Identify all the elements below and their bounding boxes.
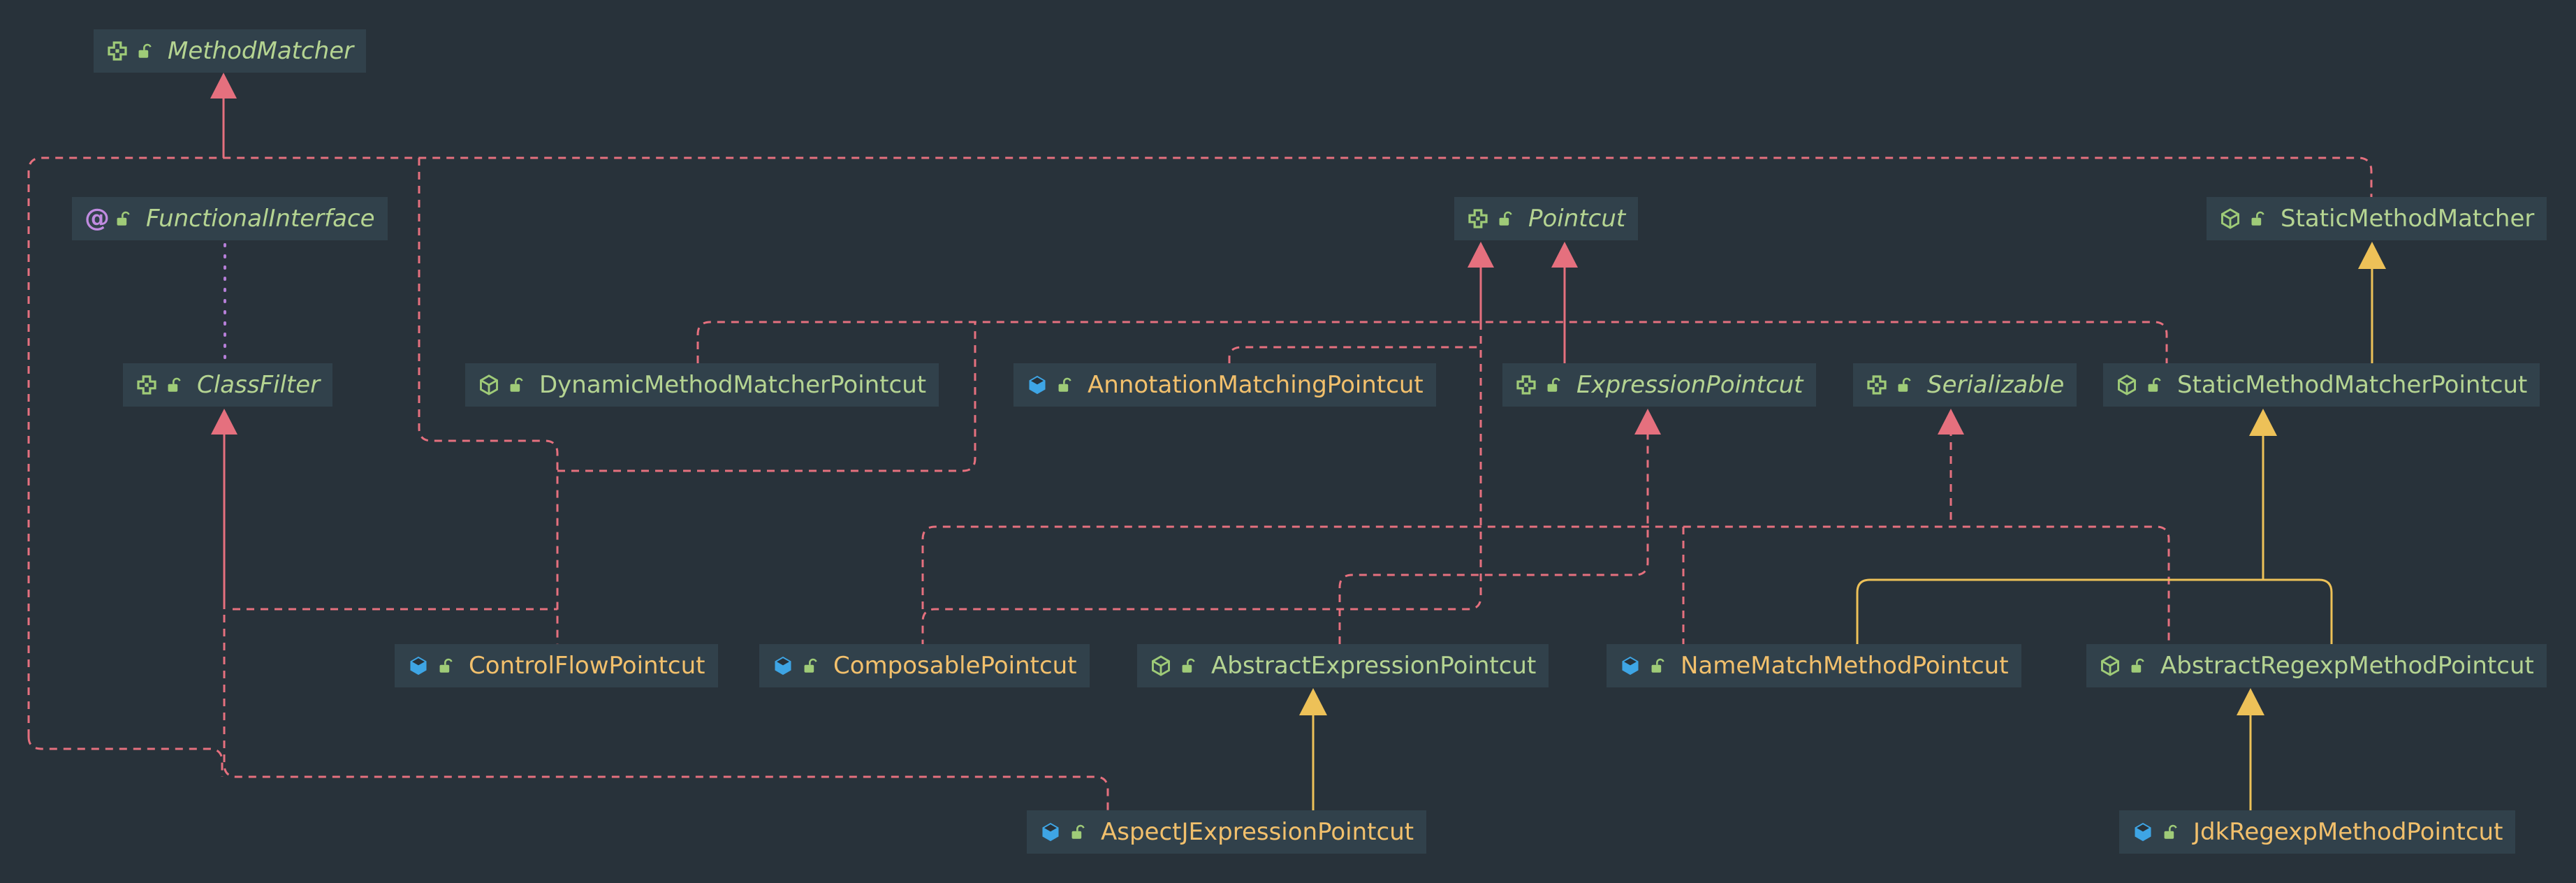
interface-icon xyxy=(137,375,156,395)
open-lock-icon xyxy=(804,658,817,673)
open-lock-icon xyxy=(1071,824,1085,839)
node-namematchmethodpointcut[interactable]: NameMatchMethodPointcut xyxy=(1607,644,2021,687)
class-icon xyxy=(775,656,791,676)
edge-smmp-subclass-bus xyxy=(1856,578,2333,644)
abstract-class-icon xyxy=(2101,655,2119,676)
edge-pointcut-bus xyxy=(696,321,2168,363)
arrowhead-staticmethodmatcherpointcut xyxy=(2249,409,2277,436)
node-jdkregexpmethodpointcut[interactable]: JdkRegexpMethodPointcut xyxy=(2119,810,2516,854)
node-composablepointcut[interactable]: ComposablePointcut xyxy=(759,644,1090,687)
class-icon xyxy=(1042,822,1059,842)
abstract-class-icon xyxy=(1152,655,1170,676)
interface-icon xyxy=(1867,375,1887,395)
node-label: Serializable xyxy=(1927,371,2065,399)
node-label: FunctionalInterface xyxy=(146,205,375,233)
node-label: AnnotationMatchingPointcut xyxy=(1088,371,1424,399)
class-icon xyxy=(1029,375,1046,395)
open-lock-icon xyxy=(1898,377,1911,392)
node-serializable[interactable]: Serializable xyxy=(1853,363,2077,407)
node-abstractregexpmethodpointcut[interactable]: AbstractRegexpMethodPointcut xyxy=(2086,644,2547,687)
edge-abstractexpression-to-expressionpointcut xyxy=(1338,434,1649,644)
node-controlflowpointcut[interactable]: ControlFlowPointcut xyxy=(395,644,718,687)
node-classfilter[interactable]: ClassFilter xyxy=(123,363,333,407)
open-lock-icon xyxy=(117,211,130,226)
class-icon xyxy=(2135,822,2151,842)
open-lock-icon xyxy=(1058,377,1071,392)
open-lock-icon xyxy=(168,377,181,392)
interface-icon xyxy=(108,41,127,61)
edge-composable-to-pointcut xyxy=(921,322,1482,644)
arrowhead-serializable xyxy=(1938,409,1964,435)
class-icon xyxy=(410,656,427,676)
abstract-class-icon xyxy=(480,374,498,395)
node-dynamicmethodmatcherpointcut[interactable]: DynamicMethodMatcherPointcut xyxy=(465,363,939,407)
open-lock-icon xyxy=(138,43,152,58)
edge-aspectj-to-methodmatcher xyxy=(27,736,224,777)
arrowhead-expressionpointcut xyxy=(1634,409,1661,435)
node-label: ControlFlowPointcut xyxy=(469,652,705,680)
node-pointcut[interactable]: Pointcut xyxy=(1454,197,1639,240)
open-lock-icon xyxy=(439,658,453,673)
node-functionalinterface[interactable]: @ FunctionalInterface xyxy=(72,197,388,240)
node-label: MethodMatcher xyxy=(168,37,354,65)
node-expressionpointcut[interactable]: ExpressionPointcut xyxy=(1502,363,1816,407)
abstract-class-icon xyxy=(2221,208,2239,229)
interface-icon xyxy=(1468,209,1488,228)
arrowhead-pointcut-right xyxy=(1551,242,1578,268)
arrowhead-staticmethodmatcher xyxy=(2358,242,2386,269)
node-abstractexpressionpointcut[interactable]: AbstractExpressionPointcut xyxy=(1137,644,1549,687)
node-label: StaticMethodMatcherPointcut xyxy=(2177,371,2528,399)
node-annotationmatchingpointcut[interactable]: AnnotationMatchingPointcut xyxy=(1013,363,1436,407)
annotation-icon: @ xyxy=(85,204,110,233)
open-lock-icon xyxy=(2131,658,2144,673)
open-lock-icon xyxy=(1182,658,1195,673)
node-label: NameMatchMethodPointcut xyxy=(1681,652,2009,680)
arrowhead-abstractregexpmethodpointcut xyxy=(2237,688,2264,715)
open-lock-icon xyxy=(510,377,523,392)
node-label: ClassFilter xyxy=(197,371,321,399)
arrowhead-methodmatcher xyxy=(210,73,237,98)
node-label: AspectJExpressionPointcut xyxy=(1101,818,1414,846)
node-label: AbstractExpressionPointcut xyxy=(1211,652,1537,680)
edge-aspectj-to-classfilter xyxy=(223,601,1109,810)
node-label: JdkRegexpMethodPointcut xyxy=(2193,818,2503,846)
node-label: ExpressionPointcut xyxy=(1576,371,1803,399)
node-label: Pointcut xyxy=(1528,205,1626,233)
node-staticmethodmatcher[interactable]: StaticMethodMatcher xyxy=(2207,197,2547,240)
open-lock-icon xyxy=(1499,211,1512,226)
node-aspectjexpressionpointcut[interactable]: AspectJExpressionPointcut xyxy=(1027,810,1427,854)
arrowhead-classfilter xyxy=(211,409,237,435)
node-label: ComposablePointcut xyxy=(833,652,1077,680)
node-label: StaticMethodMatcher xyxy=(2281,205,2535,233)
node-staticmethodmatcherpointcut[interactable]: StaticMethodMatcherPointcut xyxy=(2103,363,2540,407)
open-lock-icon xyxy=(2164,824,2177,839)
open-lock-icon xyxy=(2148,377,2161,392)
arrowhead-abstractexpressionpointcut xyxy=(1299,688,1327,715)
open-lock-icon xyxy=(1651,658,1664,673)
open-lock-icon xyxy=(2251,211,2264,226)
edge-controlflow-to-pointcut xyxy=(557,322,976,472)
edge-serializable-bus xyxy=(921,525,2170,644)
arrowhead-pointcut-left xyxy=(1468,242,1494,268)
interface-icon xyxy=(1516,375,1536,395)
node-label: DynamicMethodMatcherPointcut xyxy=(539,371,927,399)
node-methodmatcher[interactable]: MethodMatcher xyxy=(94,29,367,73)
node-label: AbstractRegexpMethodPointcut xyxy=(2160,652,2534,680)
abstract-class-icon xyxy=(2118,374,2136,395)
class-icon xyxy=(1622,656,1639,676)
edge-annotationmatching-to-pointcut xyxy=(1228,346,1481,363)
open-lock-icon xyxy=(1547,377,1560,392)
